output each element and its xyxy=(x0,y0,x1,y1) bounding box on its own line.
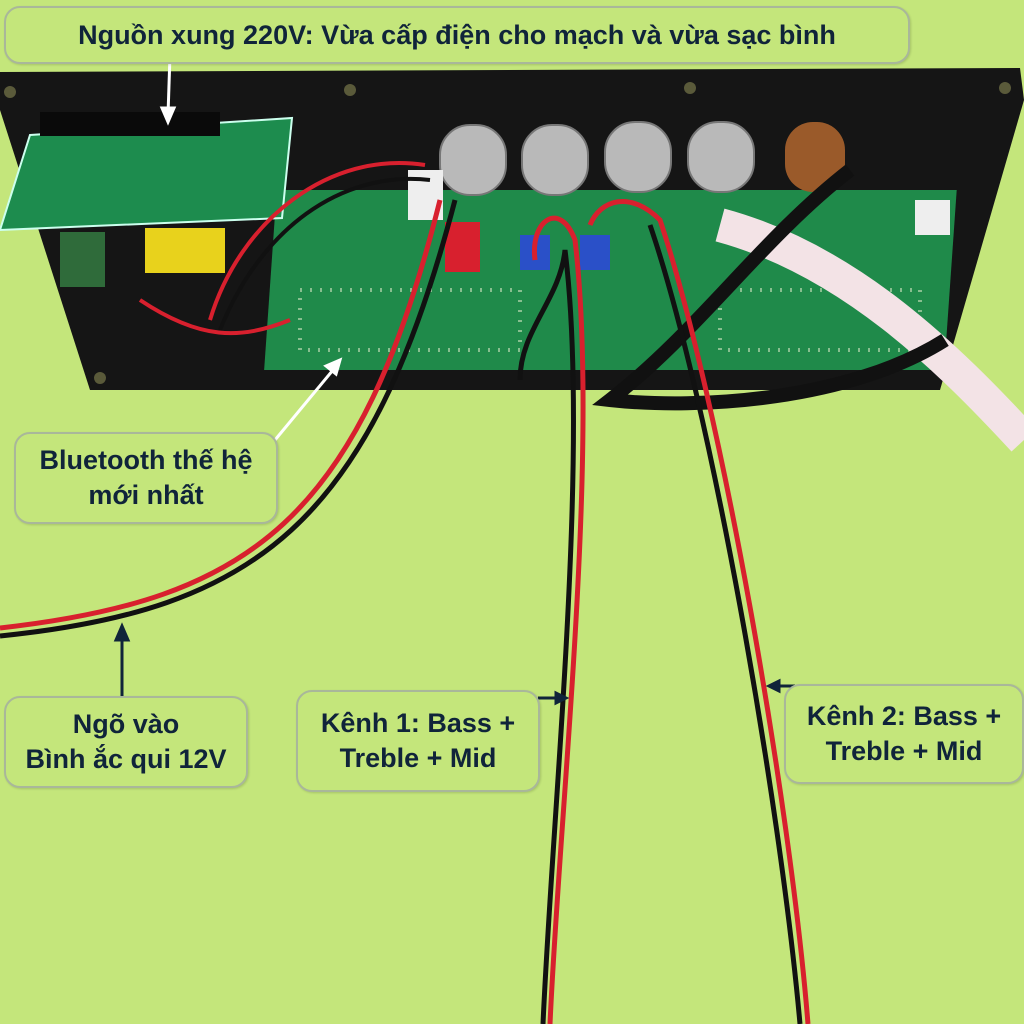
channel-1-wires xyxy=(517,215,586,1024)
battery-input-text-line1: Ngõ vào xyxy=(72,709,180,739)
tape xyxy=(40,112,220,136)
mounting-holes xyxy=(4,82,1011,384)
power-supply-text: Nguồn xung 220V: Vừa cấp điện cho mạch v… xyxy=(78,19,836,50)
channel-2-wires xyxy=(587,199,811,1024)
pointer-arrows xyxy=(159,54,343,441)
transformer xyxy=(145,228,225,273)
bluetooth-text-line2: mới nhất xyxy=(88,480,204,510)
black-flat-cable xyxy=(592,164,949,411)
power-supply-annotation: Nguồn xung 220V: Vừa cấp điện cho mạch v… xyxy=(4,6,910,64)
channel-1-text-line2: Treble + Mid xyxy=(339,743,497,773)
battery-input-annotation: Ngõ vào Bình ắc qui 12V xyxy=(4,696,248,788)
channel-1-annotation: Kênh 1: Bass + Treble + Mid xyxy=(296,690,540,792)
channel-2-annotation: Kênh 2: Bass + Treble + Mid xyxy=(784,684,1024,784)
channel-1-text-line1: Kênh 1: Bass + xyxy=(320,708,516,738)
capacitor xyxy=(60,232,105,287)
potentiometer-knobs xyxy=(439,121,845,196)
channel-2-text-line2: Treble + Mid xyxy=(825,736,983,766)
bluetooth-text-line1: Bluetooth thế hệ xyxy=(39,445,253,475)
connectors xyxy=(408,170,950,272)
internal-wires xyxy=(138,161,431,336)
channel-2-text-line1: Kênh 2: Bass + xyxy=(806,701,1002,731)
battery-input-text-line2: Bình ắc qui 12V xyxy=(25,744,227,774)
battery-input-wires xyxy=(0,199,458,639)
bluetooth-annotation: Bluetooth thế hệ mới nhất xyxy=(14,432,278,524)
